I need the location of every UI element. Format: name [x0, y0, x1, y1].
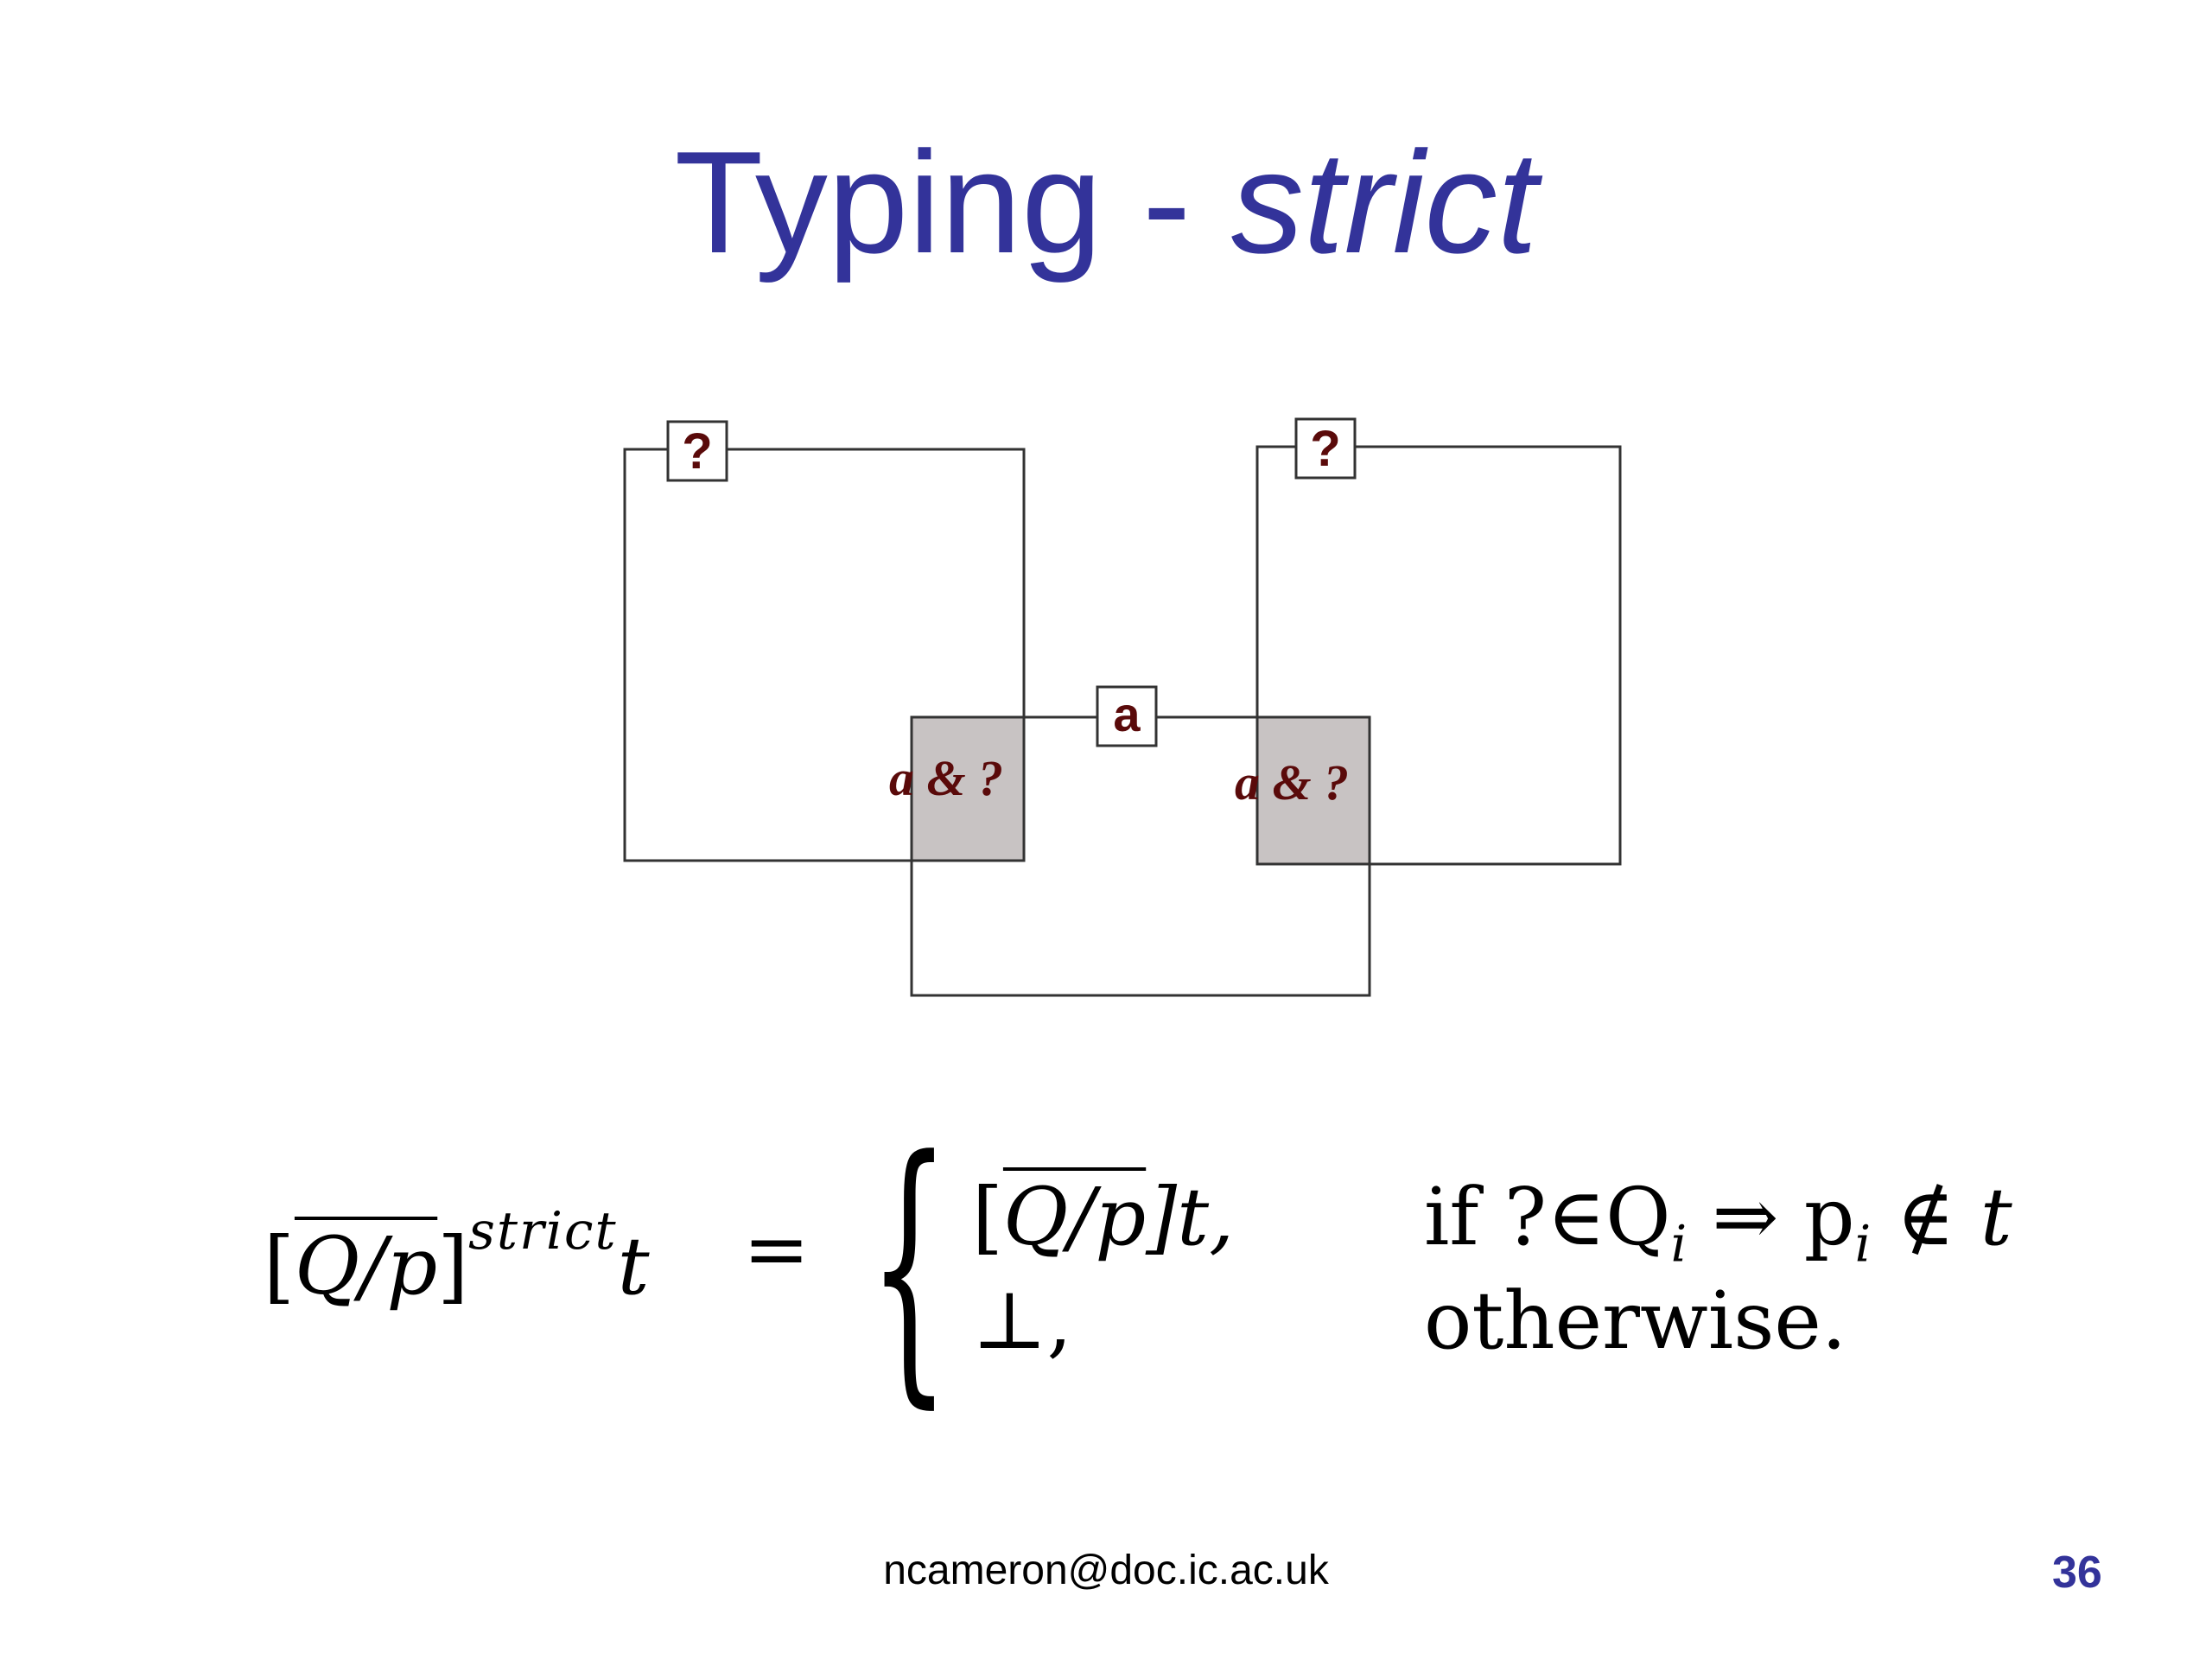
lhs-superscript: strict: [468, 1201, 618, 1262]
right-label-box: [1294, 417, 1357, 480]
case2-condition: otherwise.: [1424, 1274, 1847, 1367]
case1-cond-sub2: i: [1854, 1214, 1872, 1274]
page-number: 36: [2052, 1548, 2102, 1598]
lhs-bracket-open: [: [264, 1220, 295, 1313]
left-label-text: ?: [682, 423, 712, 480]
overlap-region-right: [1257, 717, 1370, 864]
case1-cond-mid: ⇒ p: [1687, 1171, 1855, 1263]
typing-formula: [Q/p]strictt = { [Q/p]t, ⊥, if ?∈Qi ⇒ pi…: [0, 1123, 2212, 1408]
overlap-label-right: a & ?: [1235, 754, 1349, 810]
case1-close: ]t,: [1146, 1171, 1235, 1263]
case1-value: [Q/p]t,: [972, 1171, 1234, 1263]
middle-label-box: [1096, 685, 1158, 747]
right-box: [1255, 445, 1622, 866]
slide-title: Typing - strict: [0, 130, 2212, 275]
case1-cond-sub: i: [1670, 1214, 1688, 1274]
case1-bracket-open: [: [972, 1171, 1003, 1263]
lhs-var: t: [617, 1220, 650, 1313]
title-italic: strict: [1230, 121, 1538, 283]
left-label-box: [666, 420, 728, 482]
formula-lhs: [Q/p]strictt: [264, 1201, 650, 1313]
lhs-bracket-close: ]: [437, 1220, 469, 1313]
title-plain: Typing -: [674, 121, 1231, 283]
case1-cond-post: ∉ t: [1871, 1171, 2012, 1263]
middle-label-text: a: [1113, 687, 1141, 741]
case1-condition: if ?∈Qi ⇒ pi ∉ t: [1424, 1171, 2012, 1273]
footer-email: ncameron@doc.ic.ac.uk: [883, 1548, 1329, 1593]
overlap-label-left: a & ?: [889, 750, 1003, 806]
formula-equals: =: [743, 1203, 810, 1295]
formula-brace: {: [868, 1100, 950, 1432]
case1-overline: Q/p: [1002, 1171, 1147, 1263]
right-label-text: ?: [1310, 421, 1340, 477]
lhs-overline: Q/p: [294, 1220, 438, 1313]
overlap-region-left: [912, 717, 1024, 861]
case1-cond-pre: if ?∈Q: [1424, 1171, 1671, 1263]
case2-value: ⊥,: [972, 1274, 1072, 1367]
left-box: [623, 448, 1026, 862]
